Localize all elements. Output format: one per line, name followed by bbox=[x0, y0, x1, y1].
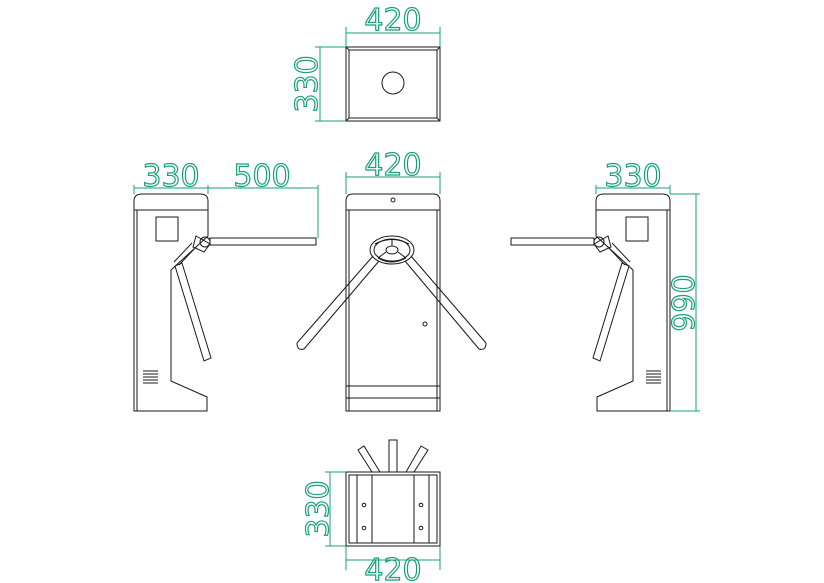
front-right-arm bbox=[404, 255, 487, 350]
top-view-hub-circle bbox=[381, 71, 405, 95]
arm-length-label: 500 bbox=[233, 159, 290, 194]
front-view-width-dimension: 420 bbox=[345, 147, 441, 194]
right-view-depth-dimension: 330 bbox=[595, 158, 671, 195]
front-left-arm bbox=[296, 255, 380, 350]
top-view-width-label: 420 bbox=[364, 3, 421, 38]
base-view-width-label: 420 bbox=[364, 553, 421, 583]
right-vent-grille bbox=[646, 370, 661, 384]
right-view-depth-label: 330 bbox=[604, 159, 661, 194]
front-view bbox=[296, 193, 487, 412]
top-view-depth-dimension: 330 bbox=[289, 46, 346, 122]
arm-length-dimension: 500 bbox=[208, 158, 319, 238]
height-dimension: 990 bbox=[666, 193, 703, 412]
top-view-depth-label: 330 bbox=[290, 55, 325, 112]
front-view-width-label: 420 bbox=[364, 148, 421, 183]
right-side-view bbox=[510, 193, 671, 412]
top-view-width-dimension: 420 bbox=[345, 2, 441, 47]
base-view bbox=[345, 439, 441, 547]
left-vent-grille bbox=[143, 370, 158, 384]
top-view bbox=[345, 46, 441, 122]
front-hub bbox=[369, 235, 415, 265]
height-label: 990 bbox=[667, 274, 702, 331]
base-view-depth-dimension: 330 bbox=[300, 471, 346, 547]
left-side-view bbox=[133, 193, 317, 412]
left-view-depth-dimension: 330 bbox=[133, 158, 209, 195]
left-view-depth-label: 330 bbox=[142, 159, 199, 194]
base-view-depth-label: 330 bbox=[301, 480, 336, 537]
base-view-width-dimension: 420 bbox=[345, 546, 441, 583]
